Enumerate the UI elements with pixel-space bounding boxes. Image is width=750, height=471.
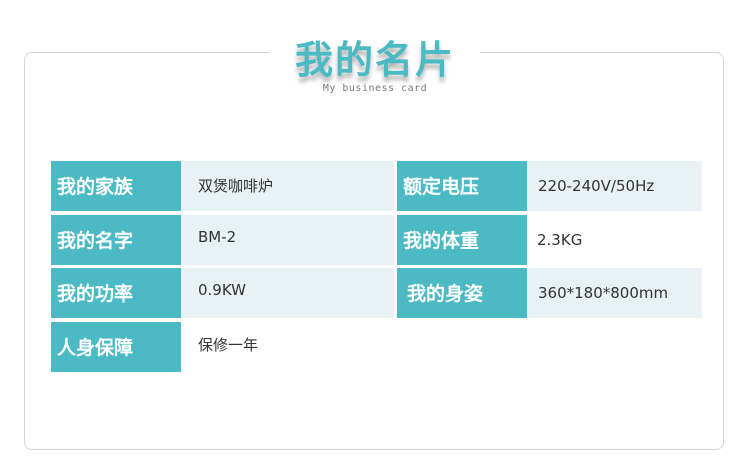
spec-value-voltage: 220-240V/50Hz xyxy=(538,177,655,195)
spec-label-size: 我的身姿 xyxy=(397,268,527,318)
spec-label-warranty: 人身保障 xyxy=(51,322,181,372)
label-notch xyxy=(181,268,223,318)
spec-value-power: 0.9KW xyxy=(198,281,246,299)
label-notch xyxy=(527,215,569,265)
spec-label-weight: 我的体重 xyxy=(397,215,527,265)
label-notch xyxy=(527,268,569,318)
spec-label-voltage: 额定电压 xyxy=(397,161,527,211)
spec-label-name: 我的名字 xyxy=(51,215,181,265)
title-block: 我的名片 My business card xyxy=(270,30,480,100)
spec-value-warranty: 保修一年 xyxy=(198,336,259,354)
spec-value-size: 360*180*800mm xyxy=(538,284,669,302)
spec-label-family: 我的家族 xyxy=(51,161,181,211)
page-title: 我的名片 xyxy=(294,38,455,82)
label-notch xyxy=(527,161,569,211)
spec-row-family: 我的家族 双煲咖啡炉 xyxy=(51,161,394,211)
spec-row-voltage: 额定电压 220-240V/50Hz xyxy=(397,161,702,211)
spec-value-family: 双煲咖啡炉 xyxy=(198,177,274,195)
spec-label-power: 我的功率 xyxy=(51,268,181,318)
spec-row-size: 我的身姿 360*180*800mm xyxy=(397,268,702,318)
spec-value-weight: 2.3KG xyxy=(537,231,583,249)
spec-value-name: BM-2 xyxy=(198,228,237,246)
label-notch xyxy=(181,161,223,211)
page-subtitle: My business card xyxy=(322,83,428,94)
label-notch xyxy=(181,215,223,265)
spec-row-name: 我的名字 BM-2 xyxy=(51,215,394,265)
spec-row-power: 我的功率 0.9KW xyxy=(51,268,394,318)
spec-row-weight: 我的体重 2.3KG xyxy=(397,215,702,265)
label-notch xyxy=(181,322,223,372)
spec-row-warranty: 人身保障 保修一年 xyxy=(51,322,394,372)
